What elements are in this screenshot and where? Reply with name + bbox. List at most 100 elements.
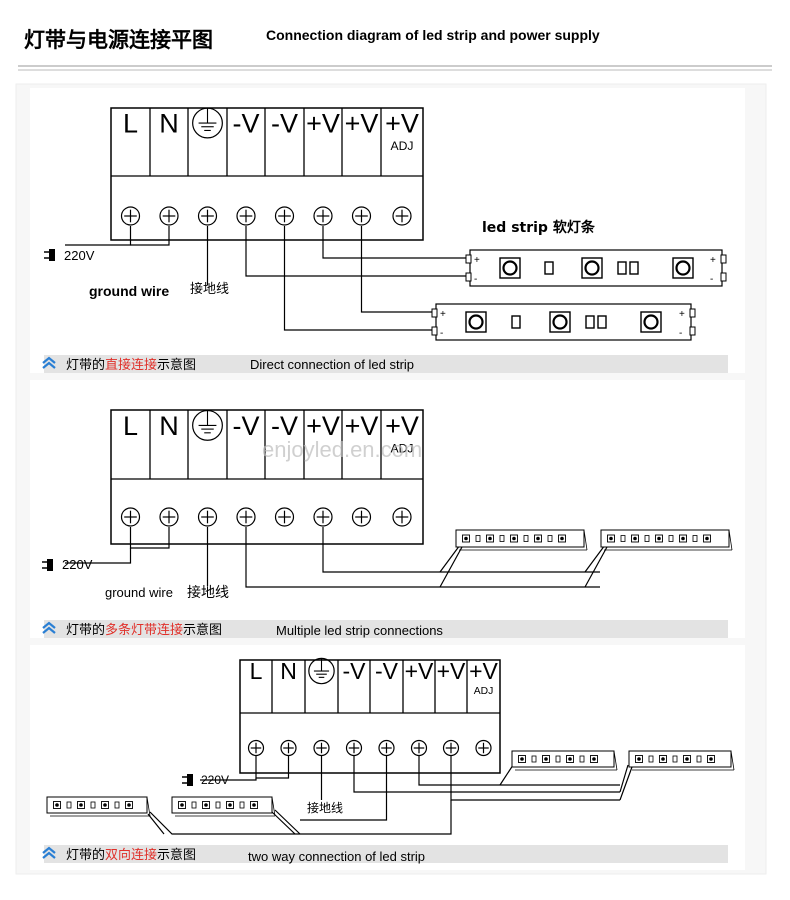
smd-led-lens [468,314,484,330]
led-strip-left-1 [46,796,151,817]
strip-shadow [730,750,735,771]
strip-shadow [613,750,618,771]
smd-led-lens [643,314,659,330]
wire-negative-left [300,756,388,821]
resistor [597,315,607,329]
ground-wire-label-cn: 接地线 [190,281,229,297]
led-strip-body [511,750,615,768]
caption-en: Multiple led strip connections [276,623,443,638]
led-strip-a [455,529,588,551]
resistor [511,315,521,329]
smd-led-lens [657,536,661,541]
ground-wire-label-cn: 接地线 [307,800,343,815]
smd-led-lens [592,757,596,761]
resistor [215,801,221,809]
resistor [648,755,654,763]
strip-pad [720,254,727,264]
resistor [620,535,626,542]
resistor [531,755,537,763]
wire-feed [584,546,608,588]
terminal-label: +V [469,658,498,684]
resistor [629,261,639,275]
ground-wire-label-cn: 接地线 [187,584,229,601]
wire-L-N-bridge [255,756,290,779]
smd-led-lens [661,757,665,761]
smd-led-lens [127,803,131,807]
resistor [672,755,678,763]
caption-cn-prefix: 灯带的 [66,847,105,863]
double-chevron-up-icon [42,356,56,364]
resistor [90,801,96,809]
smd-led-lens [709,757,713,761]
led-strip-2: +-+- [431,303,696,341]
resistor [499,535,505,542]
terminal-label: N [159,108,179,138]
caption-cn-suffix: 示意图 [157,357,196,373]
smd-led-lens [560,536,564,541]
adj-label: ADJ [474,686,494,697]
led-strip-right-1 [511,750,618,771]
terminal-label: N [280,658,297,684]
page-title-en: Connection diagram of led strip and powe… [266,27,600,43]
caption-cn-prefix: 灯带的 [66,622,105,638]
wire-feed [584,544,606,573]
strip-pad [431,308,438,318]
caption-direct: 灯带的直接连接示意图 [42,355,728,373]
wire-positive-right [418,756,500,786]
resistor [617,261,627,275]
smd-led-lens [204,803,208,807]
double-chevron-up-icon [42,621,56,629]
wire-positive-bus [322,527,600,573]
resistor [696,755,702,763]
wire-L-N-bridge [129,527,170,549]
resistor [555,755,561,763]
watermark: enjoyled.en.com [262,437,422,462]
resistor [585,315,595,329]
strip-pad [431,326,438,336]
smd-led-lens [79,803,83,807]
smd-led-lens [502,260,518,276]
wire-feed [274,809,301,835]
terminal-label: -V [233,411,260,441]
wire-negative-bus [245,527,600,588]
voltage-label: 220V [201,773,229,787]
strip-minus-label: - [440,328,443,339]
strip-plus-label: + [440,309,446,320]
double-chevron-up-icon [42,846,56,854]
smd-led-lens [464,536,468,541]
smd-led-lens [675,260,691,276]
terminal-label: +V [345,108,379,138]
smd-led-lens [544,757,548,761]
strip-pad [689,326,696,336]
wire-L [200,778,257,781]
led-strip-body [171,796,273,814]
resistor [523,535,529,542]
terminal-label: -V [233,108,260,138]
led-strip-body [600,529,730,548]
power-plug-icon [49,249,55,261]
strip-plus-label: + [474,255,480,266]
caption-cn: 灯带的多条灯带连接示意图 [66,622,222,638]
wire-positive-strip1 [322,226,470,259]
caption-cn: 灯带的直接连接示意图 [66,357,196,373]
caption-en: two way connection of led strip [248,849,425,864]
strip-minus-label: - [679,328,682,339]
led-strip-body [628,750,732,768]
smd-led-lens [552,314,568,330]
caption-en: Direct connection of led strip [250,357,414,372]
terminal-label: +V [306,411,340,441]
wire-feed [619,764,629,793]
smd-led-lens [568,757,572,761]
resistor [191,801,197,809]
wire-feed [439,544,461,573]
smd-led-lens [512,536,516,541]
caption-bar [44,355,728,373]
smd-led-lens [637,757,641,761]
strip-shadow [271,796,276,817]
caption-cn-suffix: 示意图 [157,847,196,863]
terminal-label: +V [306,108,340,138]
adj-label: ADJ [391,441,414,455]
smd-led-lens [252,803,256,807]
smd-led-lens [520,757,524,761]
